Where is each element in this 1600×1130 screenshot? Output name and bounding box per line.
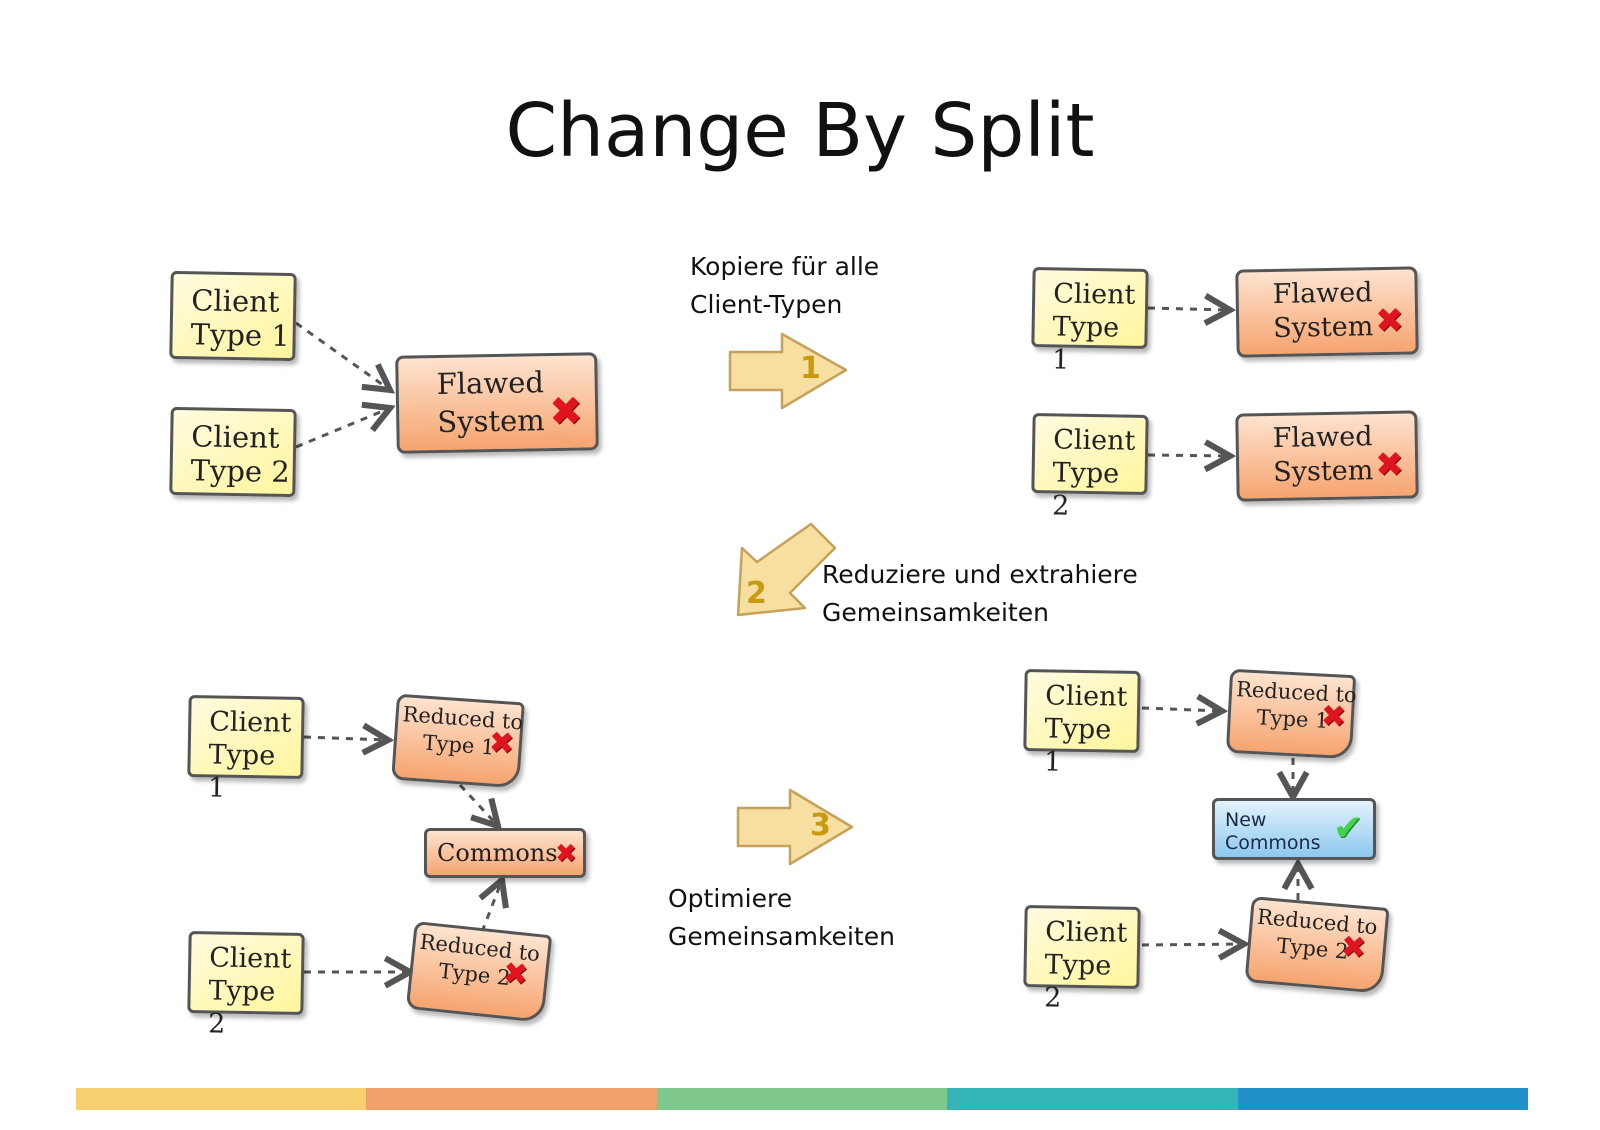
- optimize-label-line-2: Gemeinsamkeiten: [668, 922, 895, 951]
- client-type: Type 2: [207, 975, 276, 1040]
- cross-mark-icon: ✖: [1320, 698, 1347, 735]
- commons-box: Commons ✖: [424, 828, 586, 878]
- client-word: Client: [208, 942, 292, 975]
- step-1-number: 1: [800, 351, 821, 386]
- commons-label: Commons: [437, 839, 558, 867]
- client-word: Client: [1044, 916, 1128, 949]
- reduced-type: Type 1: [421, 730, 496, 760]
- reduced-type: Type 2: [1275, 933, 1350, 964]
- reduced-to-type-2-box: Reduced to Type 2 ✖: [405, 921, 553, 1023]
- client-type: Type 1: [1043, 713, 1112, 778]
- check-mark-icon: ✔: [1333, 808, 1364, 849]
- client-type-2-box: Client Type 2: [1023, 904, 1141, 1014]
- client-type: Type 2: [1043, 949, 1112, 1014]
- flawed-line-2: System: [1273, 311, 1374, 344]
- client-type: Type 2: [190, 453, 291, 489]
- client-word: Client: [1052, 278, 1136, 311]
- flawed-system-box: Flawed System ✖: [1235, 410, 1419, 502]
- stripe-segment: [76, 1088, 367, 1110]
- flawed-system-box: Flawed System ✖: [395, 352, 599, 454]
- stripe-segment: [366, 1088, 657, 1110]
- flawed-line-1: Flawed: [1272, 421, 1373, 454]
- client-type: Type 1: [190, 317, 291, 353]
- client-type: Type 2: [1051, 457, 1120, 522]
- new-commons-line-2: Commons: [1225, 832, 1321, 854]
- connector-d-client1-to-reduced1: [1141, 708, 1222, 711]
- cross-mark-icon: ✖: [1374, 444, 1405, 486]
- cross-mark-icon: ✖: [501, 955, 530, 994]
- client-type-1-box: Client Type 1: [1023, 668, 1141, 778]
- cross-mark-icon: ✖: [555, 839, 577, 869]
- stripe-segment: [656, 1088, 948, 1110]
- connector-c-client1-to-reduced1: [303, 737, 388, 740]
- step-2-number: 2: [746, 576, 767, 611]
- reduce-label-line-1: Reduziere und extrahiere: [822, 560, 1138, 589]
- client-type-2-box: Client Type 2: [169, 406, 297, 498]
- client-type-1-box: Client Type 1: [1031, 266, 1149, 376]
- cross-mark-icon: ✖: [1374, 300, 1405, 342]
- copy-label-line-2: Client-Typen: [690, 290, 843, 319]
- client-type: Type 1: [1051, 311, 1120, 376]
- step-1-arrow-icon: [728, 332, 848, 410]
- step-2-arrow-icon: [736, 522, 837, 617]
- connector-b-client1-to-flawed: [1147, 308, 1230, 310]
- stripe-segment: [1237, 1088, 1529, 1110]
- step-3-arrow-icon: [736, 788, 854, 866]
- cross-mark-icon: ✖: [1339, 929, 1368, 967]
- client-word: Client: [1052, 424, 1136, 457]
- cross-mark-icon: ✖: [487, 725, 516, 762]
- flawed-system-box: Flawed System ✖: [1235, 266, 1419, 358]
- connector-b-client2-to-flawed: [1147, 455, 1230, 456]
- bottom-color-stripe: [76, 1088, 1529, 1110]
- client-type-1-box: Client Type 1: [169, 270, 297, 362]
- flawed-line-1: Flawed: [1272, 277, 1373, 310]
- client-word: Client: [1044, 680, 1128, 713]
- reduced-to-type-1-box: Reduced to Type 1 ✖: [1225, 668, 1357, 760]
- client-word: Client: [190, 419, 280, 455]
- client-type-2-box: Client Type 2: [1031, 412, 1149, 522]
- flawed-line-2: System: [1273, 455, 1374, 488]
- client-type-1-box: Client Type 1: [187, 694, 305, 804]
- slide-title: Change By Split: [505, 88, 1095, 174]
- new-commons-line-1: New: [1225, 809, 1267, 831]
- connector-a-client2-to-flawed: [295, 408, 390, 449]
- optimize-label-line-1: Optimiere: [668, 884, 793, 913]
- client-word: Client: [190, 283, 280, 319]
- stripe-segment: [947, 1088, 1238, 1110]
- connector-c-reduced2-to-commons: [482, 880, 502, 933]
- cross-mark-icon: ✖: [548, 388, 584, 436]
- reduce-label-line-2: Gemeinsamkeiten: [822, 598, 1049, 627]
- copy-label-line-1: Kopiere für alle: [690, 252, 880, 281]
- flawed-line-1: Flawed: [436, 365, 545, 402]
- reduced-to-type-2-box: Reduced to Type 2 ✖: [1244, 896, 1390, 994]
- connector-c-reduced1-to-commons: [458, 783, 498, 826]
- connector-a-client1-to-flawed: [295, 321, 390, 390]
- step-3-number: 3: [810, 808, 831, 843]
- client-type: Type 1: [207, 739, 276, 804]
- client-word: Client: [208, 706, 292, 739]
- reduced-type: Type 1: [1256, 705, 1330, 733]
- connector-d-client2-to-reduced2: [1141, 944, 1244, 945]
- reduced-to-type-1-box: Reduced to Type 1 ✖: [391, 693, 525, 789]
- client-type-2-box: Client Type 2: [187, 930, 305, 1040]
- new-commons-box: New Commons ✔: [1212, 798, 1376, 860]
- flawed-line-2: System: [437, 403, 546, 440]
